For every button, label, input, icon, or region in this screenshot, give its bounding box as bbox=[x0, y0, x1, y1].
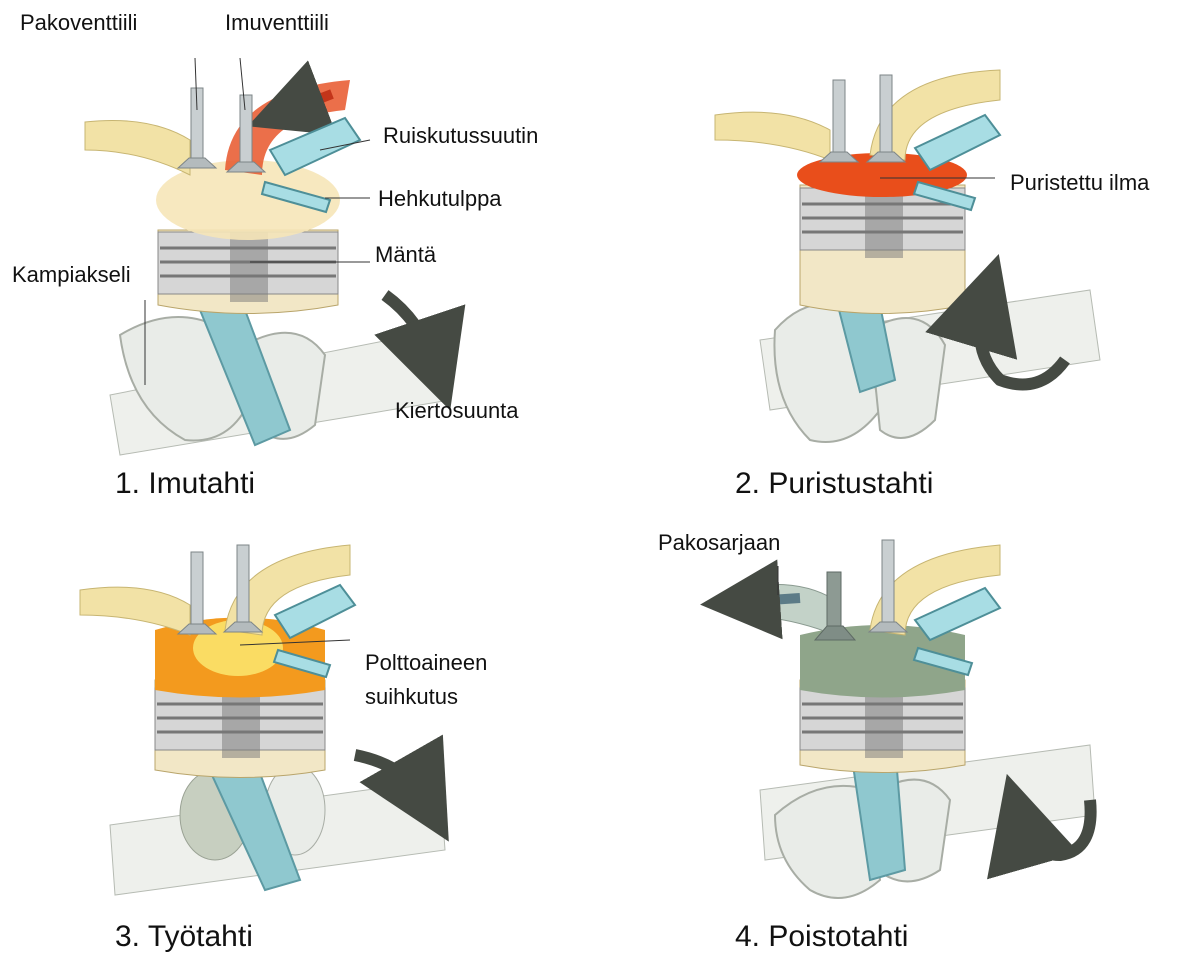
label-fuel-injection-line2: suihkutus bbox=[365, 684, 458, 710]
caption-power-stroke: 3. Työtahti bbox=[115, 920, 253, 954]
exhaust-port-1 bbox=[85, 120, 190, 175]
crankshaft-2 bbox=[760, 290, 1100, 442]
exhaust-port-4 bbox=[730, 584, 835, 635]
label-intake-valve: Imuventtiili bbox=[225, 10, 329, 36]
label-rotation: Kiertosuunta bbox=[395, 398, 519, 424]
label-piston: Mäntä bbox=[375, 242, 436, 268]
panel-compression-stroke bbox=[715, 70, 1100, 442]
injector-2 bbox=[915, 115, 1000, 170]
caption-exhaust-stroke: 4. Poistotahti bbox=[735, 920, 908, 954]
label-compressed-air: Puristettu ilma bbox=[1010, 170, 1149, 196]
panel-exhaust-stroke bbox=[730, 540, 1095, 898]
panel-power-stroke bbox=[80, 545, 445, 895]
piston-1 bbox=[158, 230, 338, 314]
exhaust-port-2 bbox=[715, 112, 830, 160]
label-exhaust-manifold: Pakosarjaan bbox=[658, 530, 780, 556]
piston-2 bbox=[800, 185, 965, 314]
caption-intake-stroke: 1. Imutahti bbox=[115, 467, 255, 501]
label-glow-plug: Hehkutulppa bbox=[378, 186, 502, 212]
label-crankshaft: Kampiakseli bbox=[12, 262, 131, 288]
exhaust-flow-arrow bbox=[740, 598, 800, 602]
caption-compression-stroke: 2. Puristustahti bbox=[735, 467, 933, 501]
label-injector: Ruiskutussuutin bbox=[383, 123, 538, 149]
exhaust-port-3 bbox=[80, 587, 190, 635]
label-exhaust-valve: Pakoventtiili bbox=[20, 10, 137, 36]
label-fuel-injection-line1: Polttoaineen bbox=[365, 650, 487, 676]
